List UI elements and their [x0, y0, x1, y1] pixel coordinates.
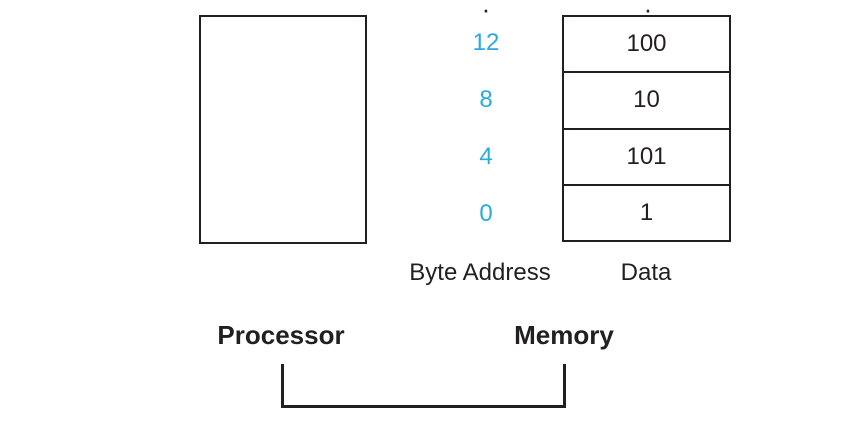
memory-cell: 101 [564, 130, 729, 186]
byte-address-value: 4 [479, 142, 493, 170]
memory-cell: 100 [564, 17, 729, 74]
processor-label: Processor [217, 320, 345, 350]
memory-cell: 10 [564, 73, 729, 130]
address-continuation-dot-icon: · [481, 0, 491, 24]
processor-box [199, 15, 367, 244]
data-continuation-dot-icon: · [643, 0, 653, 24]
memory-cell: 1 [639, 198, 654, 226]
byte-address-value: 0 [479, 199, 493, 227]
processor-memory-connector [281, 364, 566, 408]
byte-address-value: 8 [479, 86, 493, 114]
byte-address-value: 12 [472, 29, 500, 57]
byte-address-label: Byte Address [409, 259, 551, 286]
memory-label: Memory [514, 320, 614, 350]
memory-table: 100 10 101 1 [562, 15, 731, 242]
data-label: Data [620, 259, 672, 286]
byte-address-column: 12 8 4 0 [456, 15, 516, 242]
